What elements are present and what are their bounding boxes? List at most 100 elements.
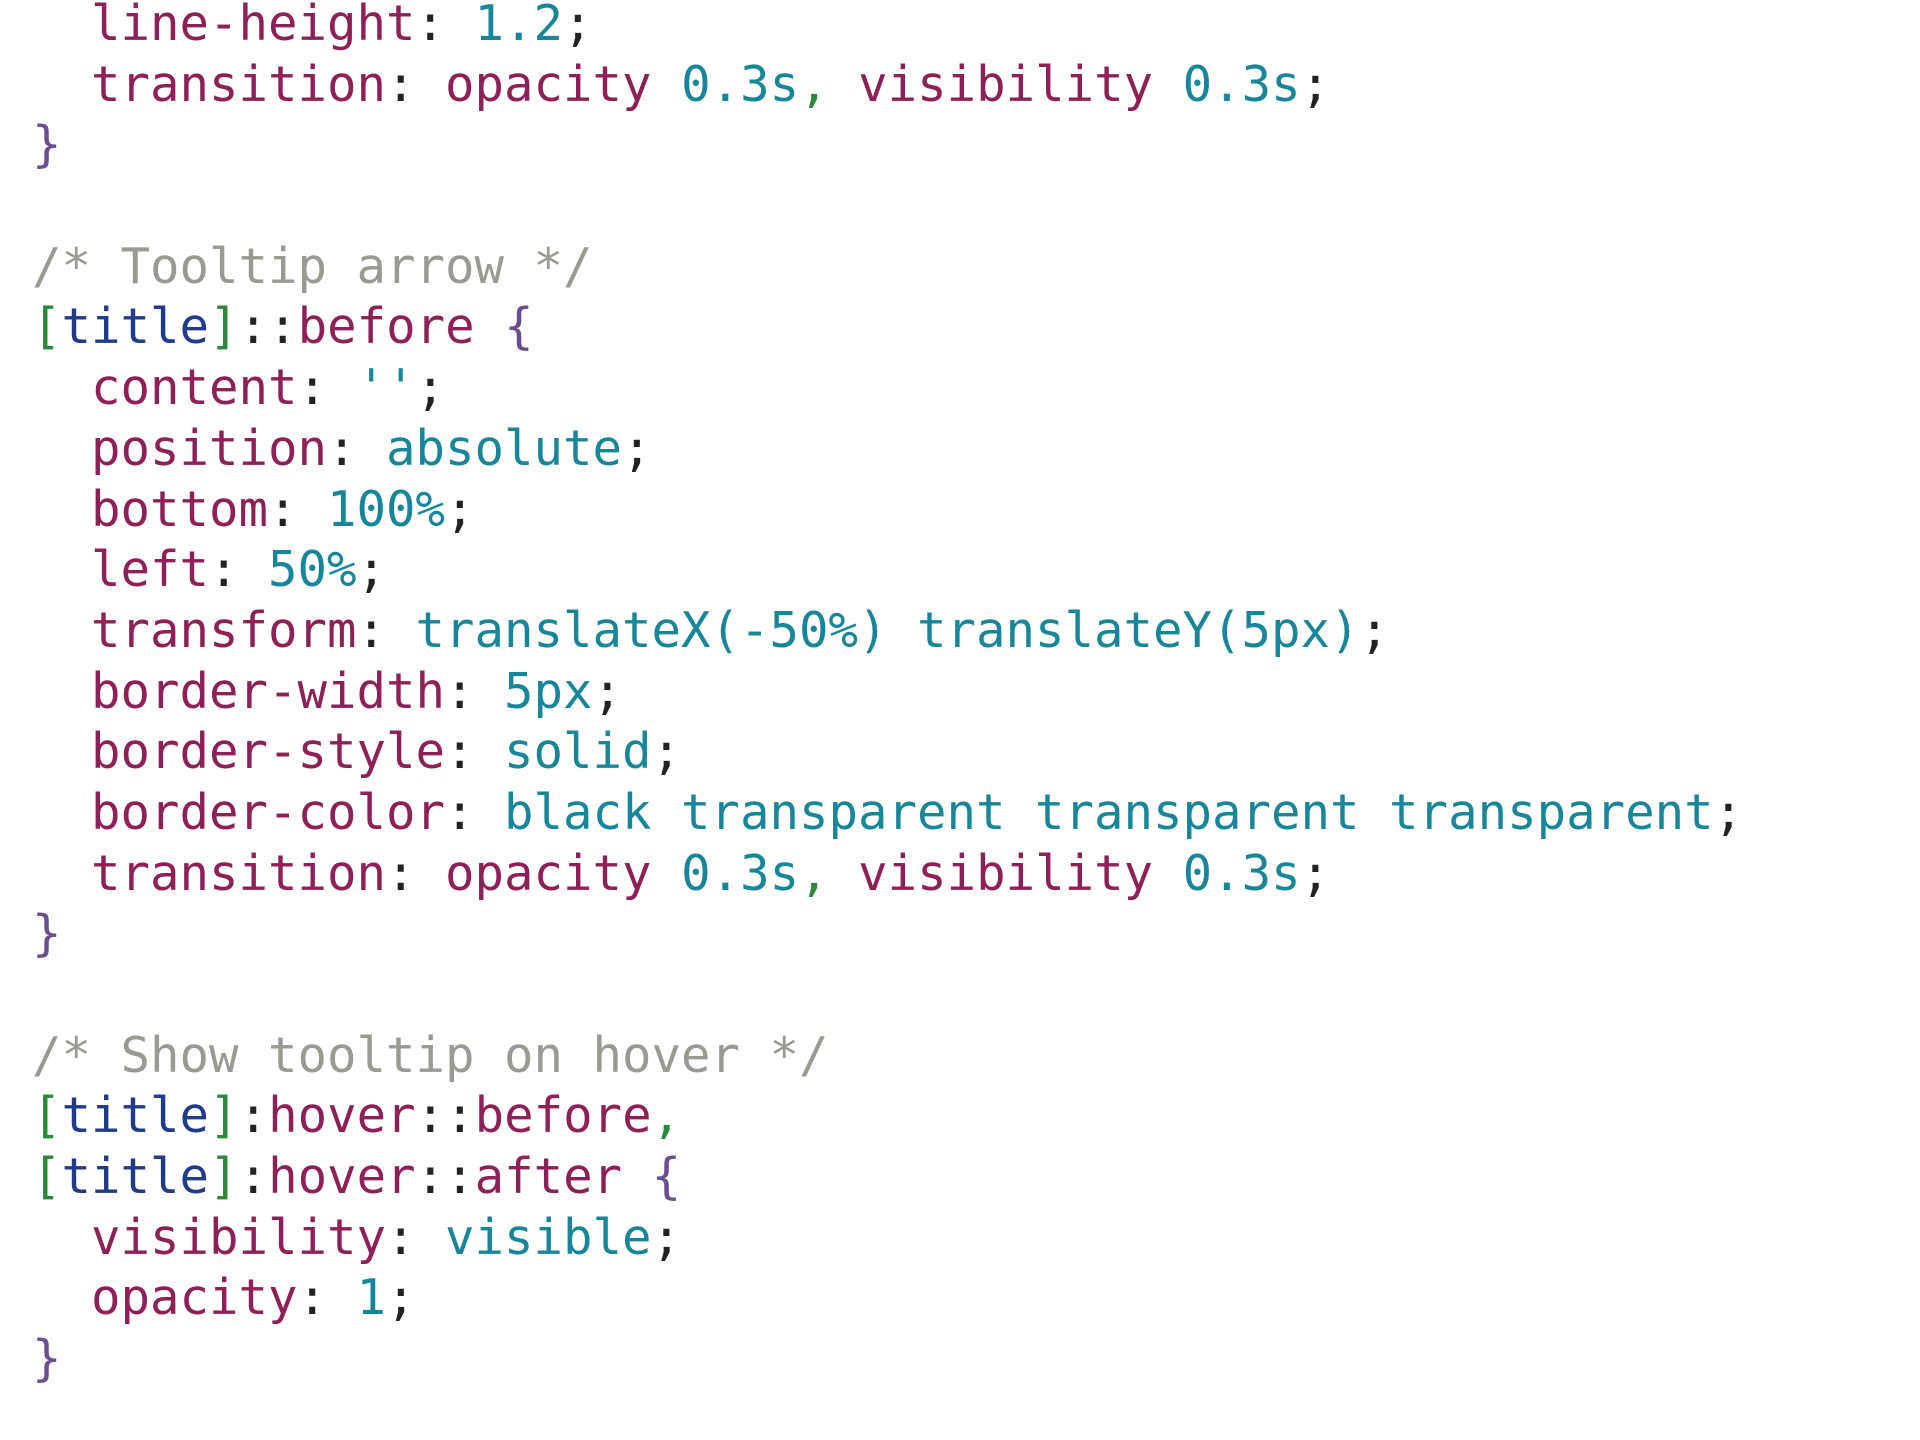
code-token: [ [32,298,62,356]
code-line: ​ [32,965,1743,1026]
code-token: :: [238,298,298,356]
code-token: : [445,662,505,720]
code-token: : [386,1208,446,1266]
code-token: 0.3s [681,55,800,113]
code-token: ] [209,1087,239,1145]
code-token [32,723,91,780]
code-token: /* Tooltip arrow */ [32,237,593,295]
code-token [32,1269,91,1326]
code-token [652,56,682,113]
code-token: translateX(-50%) translateY(5px) [415,601,1360,659]
code-line: [title]:hover::after { [32,1147,1743,1208]
code-token: : [445,723,505,781]
code-token: 0.3s [1182,55,1301,113]
code-token: , [799,55,829,113]
code-token: ; [1359,601,1390,659]
code-token: visibility [858,55,1154,113]
code-token: : [238,1087,269,1145]
code-line: [title]::before { [32,297,1743,358]
code-token: transform [91,601,357,659]
code-token: absolute [386,419,623,477]
code-line: } [32,904,1743,965]
code-line: position: absolute; [32,419,1743,480]
code-token: , [799,844,829,902]
code-token: border-color [91,783,446,841]
code-token: title [61,298,210,356]
code-token [32,359,91,416]
code-token [32,1209,91,1266]
code-token [829,56,859,113]
code-token: before [474,1087,652,1145]
code-token: { [504,298,534,356]
code-token: : [445,783,505,841]
code-token: 0.3s [681,844,800,902]
code-token: transition [91,844,387,902]
code-token [32,602,91,659]
code-token [32,481,91,538]
code-token: ; [356,541,387,599]
code-token: left [91,541,210,599]
code-token: :: [415,1087,475,1145]
code-token: ; [592,662,623,720]
code-line: line-height: 1.2; [32,0,1743,55]
code-line: left: 50%; [32,540,1743,601]
code-token: solid [504,723,652,781]
code-token: ] [209,1148,239,1206]
code-token: : [268,480,328,538]
code-token: before [297,298,475,356]
code-token: ] [209,298,239,356]
code-line: } [32,115,1743,176]
code-line: visibility: visible; [32,1208,1743,1269]
code-line: bottom: 100%; [32,480,1743,541]
code-token: ; [1300,55,1331,113]
code-token: after [474,1148,623,1206]
code-token [32,420,91,477]
code-token: : [238,1148,269,1206]
code-token: 100% [327,480,446,538]
code-token [829,845,859,902]
code-token: bottom [91,480,269,538]
code-token: black transparent transparent transparen… [504,783,1714,841]
code-token [1153,56,1183,113]
code-token: : [327,419,387,477]
code-token: visibility [91,1208,387,1266]
code-token: opacity [91,1269,298,1327]
code-line: border-style: solid; [32,722,1743,783]
code-token: '' [356,359,416,417]
code-token: ; [622,419,652,477]
code-token: 1.2 [474,0,564,52]
code-token: line-height [91,0,416,52]
code-token: ; [445,480,475,538]
code-token: } [32,116,62,174]
code-token: ; [651,1208,682,1266]
code-token [622,1148,652,1205]
code-token: : [209,541,269,599]
code-token: visibility [858,844,1154,902]
code-token: { [651,1148,682,1206]
code-token: : [356,601,416,659]
code-block: line-height: 1.2; transition: opacity 0.… [32,0,1743,1390]
code-token [32,56,91,113]
code-token: border-style [91,723,446,781]
code-token [1153,845,1183,902]
code-token: title [61,1087,210,1145]
code-token: :: [415,1148,475,1206]
code-line: ​ [32,176,1743,237]
code-token: ; [415,359,446,417]
code-token: hover [268,1087,416,1145]
code-token [32,845,91,902]
code-token: ; [651,723,682,781]
code-token: : [415,0,475,52]
code-line: opacity: 1; [32,1268,1743,1329]
code-token: : [297,359,357,417]
code-token: : [297,1269,357,1327]
code-line: content: ''; [32,358,1743,419]
code-token: } [32,905,62,963]
code-token: border-width [91,662,446,720]
code-token: transition [91,55,387,113]
code-token [475,298,505,355]
code-token: opacity [445,844,652,902]
code-token: hover [268,1148,416,1206]
code-token: : [386,55,446,113]
code-line: border-width: 5px; [32,662,1743,723]
